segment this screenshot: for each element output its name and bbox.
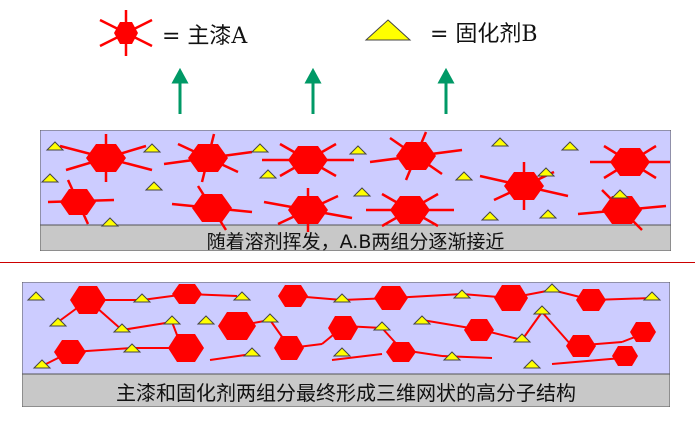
panel-3d-network: 主漆和固化剂两组分最终形成三维网状的高分子结构	[22, 282, 670, 407]
top-caption: 随着溶剂挥发，A.B两组分逐渐接近	[206, 231, 505, 253]
panel-solvent-evaporation: 随着溶剂挥发，A.B两组分逐渐接近	[40, 130, 671, 253]
triangles-bottom	[26, 283, 662, 369]
triangles-top	[40, 137, 630, 227]
evaporation-arrows	[171, 68, 455, 114]
legend-tri-label: = 固化剂B	[430, 22, 538, 47]
bottom-caption: 主漆和固化剂两组分最终形成三维网状的高分子结构	[116, 381, 576, 405]
hexagons-bottom	[54, 284, 656, 366]
hexagons-top	[47, 131, 670, 232]
substrate-band-bottom	[22, 373, 670, 407]
divider-line	[0, 262, 695, 263]
legend-triangle-icon	[364, 19, 412, 41]
legend-hexagon-icon	[99, 10, 153, 56]
legend-hex-label: = 主漆A	[162, 24, 248, 49]
substrate-band-top	[40, 224, 671, 251]
